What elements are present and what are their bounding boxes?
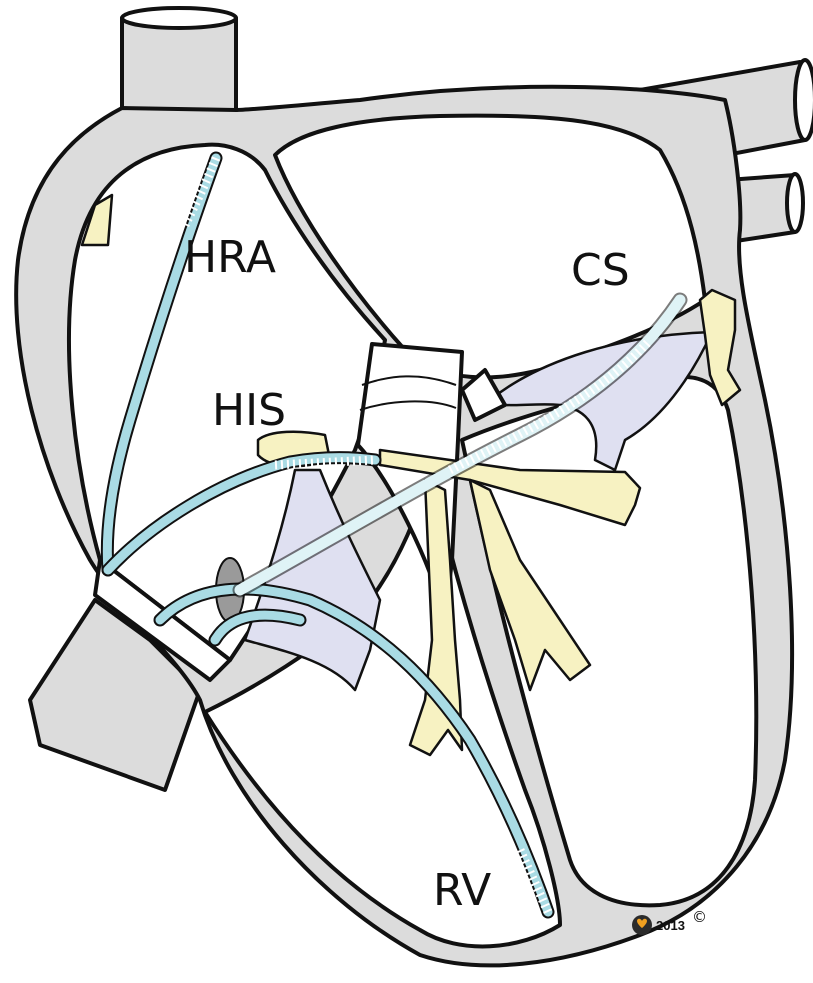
label-rv: RV (433, 865, 491, 916)
copyright-year: 2013 (656, 918, 685, 933)
label-hra: HRA (184, 232, 276, 283)
label-his: HIS (212, 385, 286, 436)
label-cs: CS (571, 245, 630, 296)
copyright-symbol: © (692, 908, 707, 926)
